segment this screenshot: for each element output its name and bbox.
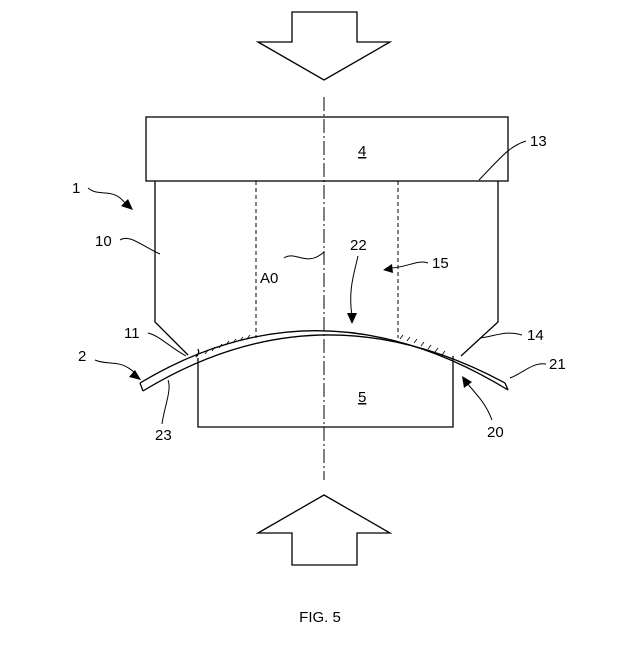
- label-15: 15: [432, 255, 449, 272]
- label-22: 22: [350, 237, 367, 254]
- label-13: 13: [530, 133, 547, 150]
- label-11: 11: [124, 325, 140, 342]
- sheet-curl-23: [196, 349, 199, 357]
- leader-15: [390, 262, 428, 268]
- arrowhead-22: [347, 313, 357, 324]
- arrowhead-20: [462, 376, 472, 388]
- label-21: 21: [549, 356, 566, 373]
- arrowhead-15: [383, 264, 393, 273]
- label-23: 23: [155, 427, 172, 444]
- leader-1: [88, 188, 126, 204]
- label-1: 1: [72, 180, 80, 197]
- label-5: 5: [358, 389, 366, 406]
- leader-2: [95, 360, 136, 374]
- bottom-block-5: [198, 356, 453, 427]
- figure-caption: FIG. 5: [0, 609, 640, 626]
- leader-13: [479, 141, 526, 180]
- arrowhead-2: [129, 370, 141, 380]
- leader-10: [120, 238, 160, 254]
- label-4: 4: [358, 143, 366, 160]
- label-20: 20: [487, 424, 504, 441]
- leader-20: [466, 382, 492, 420]
- leader-23: [162, 380, 169, 424]
- label-a0: A0: [260, 270, 278, 287]
- sheet-end-left: [140, 383, 143, 391]
- up-arrow-icon: [258, 495, 390, 565]
- leader-21: [510, 364, 546, 378]
- label-10: 10: [95, 233, 112, 250]
- label-2: 2: [78, 348, 86, 365]
- down-arrow-icon: [258, 12, 390, 80]
- leader-11: [148, 333, 186, 356]
- leader-a0: [284, 252, 324, 259]
- top-block-4: [146, 117, 508, 181]
- leader-14: [480, 333, 522, 338]
- label-14: 14: [527, 327, 544, 344]
- leader-22: [351, 256, 358, 316]
